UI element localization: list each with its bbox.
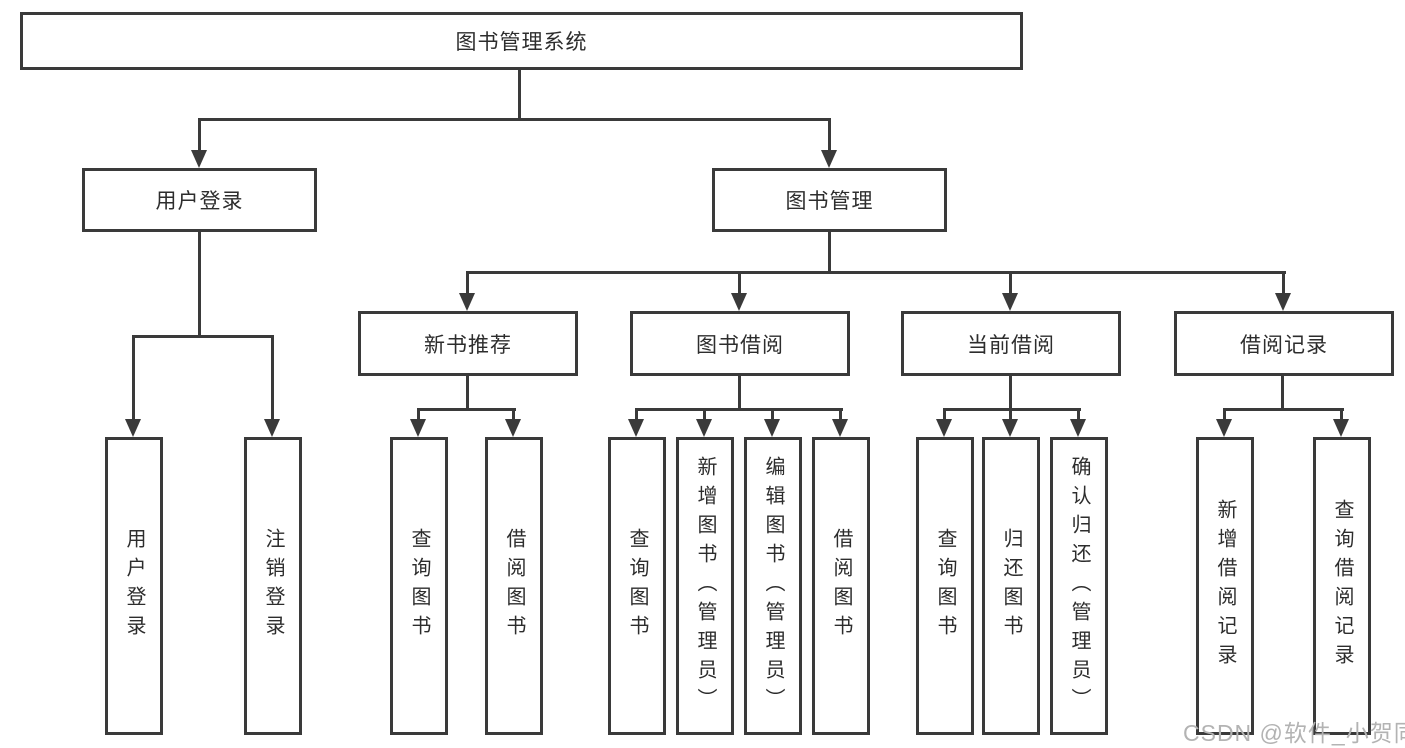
connector-line [512,408,515,421]
leaf-add-book-admin: 新增图书（管理员） [676,437,734,735]
connector-line [771,408,774,421]
node-user-login: 用户登录 [82,168,317,232]
arrow-down-icon [731,293,747,311]
leaf-logout-label: 注销登录 [262,528,284,644]
node-book-management: 图书管理 [712,168,947,232]
connector-line [198,118,201,152]
arrow-down-icon [505,419,521,437]
leaf-add-book-admin-label: 新增图书（管理员） [694,455,716,717]
arrow-down-icon [832,419,848,437]
csdn-watermark: CSDN @软件_小贺同学 [1183,720,1405,746]
node-user-login-label: 用户登录 [155,190,244,213]
leaf-query-book-1-label: 查询图书 [408,528,430,644]
arrow-down-icon [1002,293,1018,311]
connector-line [828,232,831,271]
connector-line [132,335,135,421]
connector-line [1009,408,1012,421]
node-root-label: 图书管理系统 [455,31,588,54]
leaf-query-book-2: 查询图书 [608,437,666,735]
connector-line [1282,271,1285,295]
node-new-book-recommend: 新书推荐 [358,311,578,376]
leaf-confirm-return-admin-label: 确认归还（管理员） [1068,455,1090,717]
leaf-query-book-3: 查询图书 [916,437,974,735]
leaf-return-book: 归还图书 [982,437,1040,735]
connector-line [703,408,706,421]
connector-line [738,376,741,408]
leaf-return-book-label: 归还图书 [1000,528,1022,644]
connector-line [518,70,521,118]
leaf-query-book-1: 查询图书 [390,437,448,735]
connector-line [635,408,843,411]
arrow-down-icon [696,419,712,437]
connector-line [1009,271,1012,295]
node-new-book-recommend-label: 新书推荐 [424,333,512,357]
connector-line [635,408,638,421]
connector-line [271,335,274,421]
arrow-down-icon [410,419,426,437]
arrow-down-icon [1002,419,1018,437]
connector-line [738,271,741,295]
node-book-borrow: 图书借阅 [630,311,850,376]
arrow-down-icon [628,419,644,437]
leaf-query-borrow-record-label: 查询借阅记录 [1331,499,1353,673]
arrow-down-icon [125,419,141,437]
connector-line [198,232,201,335]
leaf-query-book-3-label: 查询图书 [934,528,956,644]
leaf-add-borrow-record-label: 新增借阅记录 [1214,499,1236,673]
leaf-borrow-book-2-label: 借阅图书 [830,528,852,644]
arrow-down-icon [936,419,952,437]
connector-line [466,376,469,408]
leaf-borrow-book-1: 借阅图书 [485,437,543,735]
arrow-down-icon [1333,419,1349,437]
node-current-borrow: 当前借阅 [901,311,1121,376]
connector-line [1077,408,1080,421]
connector-line [1223,408,1226,421]
node-current-borrow-label: 当前借阅 [967,333,1055,357]
arrow-down-icon [459,293,475,311]
leaf-logout: 注销登录 [244,437,302,735]
connector-line [417,408,420,421]
connector-line [466,271,469,295]
connector-line [1009,376,1012,408]
connector-line [943,408,946,421]
connector-line [1340,408,1343,421]
leaf-user-login: 用户登录 [105,437,163,735]
leaf-edit-book-admin-label: 编辑图书（管理员） [762,455,784,717]
arrow-down-icon [764,419,780,437]
connector-line [943,408,1081,411]
connector-line [198,118,831,121]
connector-line [1281,376,1284,408]
leaf-edit-book-admin: 编辑图书（管理员） [744,437,802,735]
connector-line [828,118,831,152]
node-borrow-records-label: 借阅记录 [1240,333,1328,357]
leaf-borrow-book-1-label: 借阅图书 [503,528,525,644]
leaf-query-borrow-record: 查询借阅记录 [1313,437,1371,735]
leaf-confirm-return-admin: 确认归还（管理员） [1050,437,1108,735]
node-borrow-records: 借阅记录 [1174,311,1394,376]
arrow-down-icon [264,419,280,437]
arrow-down-icon [1275,293,1291,311]
connector-line [417,408,516,411]
arrow-down-icon [191,150,207,168]
leaf-query-book-2-label: 查询图书 [626,528,648,644]
connector-line [1223,408,1344,411]
arrow-down-icon [1070,419,1086,437]
leaf-user-login-label: 用户登录 [123,528,145,644]
leaf-borrow-book-2: 借阅图书 [812,437,870,735]
connector-line [839,408,842,421]
arrow-down-icon [1216,419,1232,437]
node-root: 图书管理系统 [20,12,1023,70]
node-book-management-label: 图书管理 [785,190,874,213]
connector-line [132,335,274,338]
arrow-down-icon [821,150,837,168]
leaf-add-borrow-record: 新增借阅记录 [1196,437,1254,735]
node-book-borrow-label: 图书借阅 [696,333,784,357]
connector-line [467,271,1286,274]
